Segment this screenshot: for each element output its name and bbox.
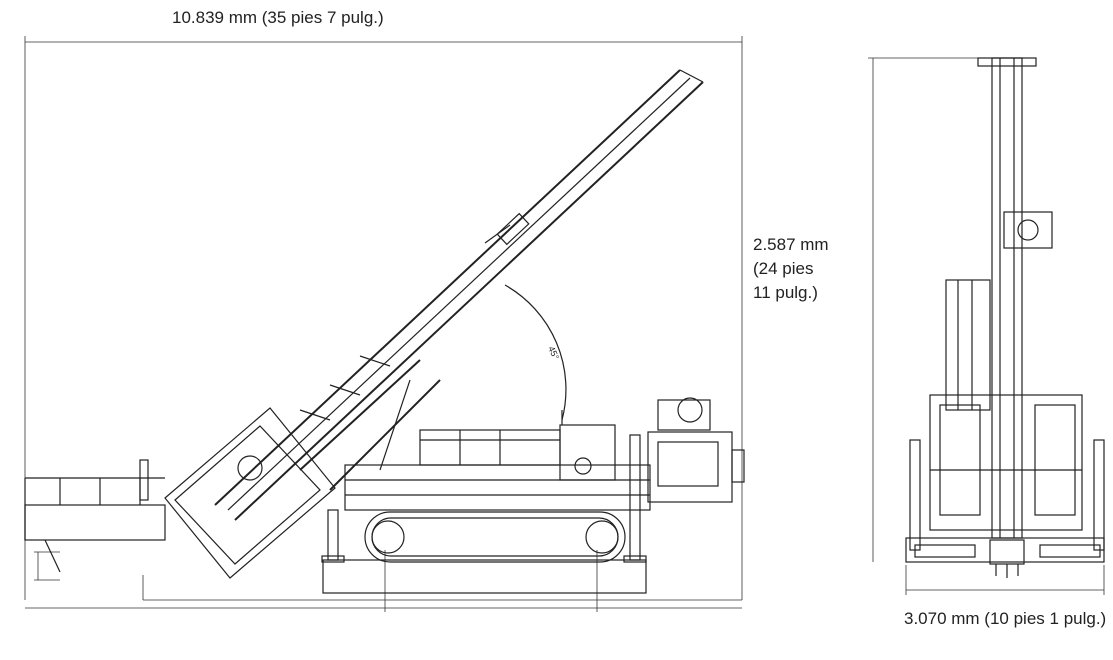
height-label-line-3: 11 pulg.) bbox=[753, 283, 818, 302]
front-mast bbox=[991, 57, 1023, 539]
track-width-label: 3.070 mm (10 pies 1 pulg.) bbox=[904, 609, 1107, 628]
height-label-line-2: (24 pies bbox=[753, 259, 814, 278]
side-view bbox=[24, 69, 745, 594]
outrigger-jacks bbox=[321, 434, 647, 563]
engine-housing bbox=[559, 424, 616, 481]
chassis bbox=[344, 464, 651, 511]
side-railing bbox=[419, 429, 561, 466]
angle-mark: 45° bbox=[546, 345, 561, 362]
track-width-dimension-line bbox=[905, 565, 1105, 595]
height-dimension-line bbox=[868, 57, 990, 562]
front-body bbox=[929, 394, 1083, 531]
front-view bbox=[905, 57, 1105, 578]
overall-length-label: 10.839 mm (35 pies 7 pulg.) bbox=[172, 8, 384, 27]
overall-length-dimension-line bbox=[24, 36, 743, 600]
drill-mast bbox=[214, 69, 704, 521]
height-label-line-1: 2.587 mm bbox=[753, 235, 829, 254]
front-clamp bbox=[1003, 211, 1053, 249]
track-frame bbox=[322, 559, 647, 594]
crawler-track bbox=[364, 511, 626, 563]
front-track-base bbox=[905, 537, 1105, 563]
track-dimension-lines bbox=[25, 550, 742, 612]
height-label: 2.587 mm (24 pies 11 pulg.) bbox=[753, 233, 858, 305]
front-right-jack bbox=[1093, 439, 1105, 551]
mast-angle-arc bbox=[504, 284, 567, 421]
front-power-column bbox=[945, 279, 991, 411]
rotation-head bbox=[164, 407, 336, 579]
rear-platform bbox=[24, 477, 166, 573]
front-left-jack bbox=[909, 439, 921, 551]
